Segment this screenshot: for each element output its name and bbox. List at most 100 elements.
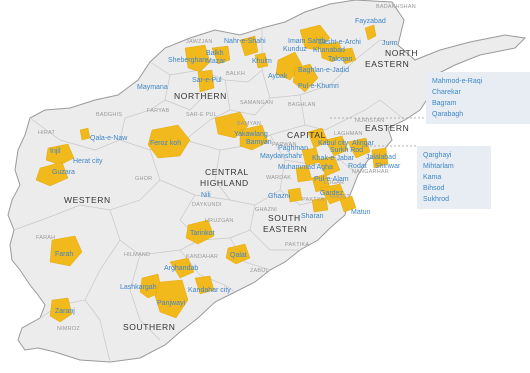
city-label: Taloqan xyxy=(328,56,353,63)
city-label: Khulm xyxy=(252,58,272,65)
city-labels: Fayzabad Jurm Imam Sahib Dasht-e-Archi K… xyxy=(50,18,401,315)
city-label: Aybak xyxy=(268,73,288,80)
city-label: Balkh xyxy=(206,50,224,57)
callout-item: Qarghayi xyxy=(423,152,452,159)
city-label: Rodat xyxy=(348,163,367,170)
province-label: KANDAHAR xyxy=(186,254,218,260)
callout-item: Charekar xyxy=(432,89,461,96)
region-label-western: WESTERN xyxy=(64,195,111,205)
province-label: NURISTAN xyxy=(355,118,384,124)
province-label: PARWAN xyxy=(272,142,297,148)
region-label-northern: NORTHERN xyxy=(174,91,227,101)
city-label: Surkh Rod xyxy=(330,147,363,154)
callout-item: Kama xyxy=(423,174,442,181)
province-label: BAGHLAN xyxy=(288,102,316,108)
province-label: HILMAND xyxy=(124,252,150,258)
province-label: HIRAT xyxy=(38,130,56,136)
callout-item: Mahmod-e-Raqi xyxy=(432,78,483,85)
city-label: Maydanshahr xyxy=(260,153,303,160)
city-label: Jurm xyxy=(382,40,398,47)
province-label: URUZGAN xyxy=(205,218,234,224)
city-label: Fayzabad xyxy=(355,18,386,25)
province-label: WARDAK xyxy=(266,175,291,181)
province-label: PAKTIKA xyxy=(285,242,309,248)
city-label: Tarinkot xyxy=(190,230,215,237)
city-label: Farah xyxy=(55,251,73,258)
province-label: KHOST xyxy=(330,194,350,200)
city-label: Qalat xyxy=(230,252,247,259)
city-label: Lashkargah xyxy=(120,284,157,291)
city-label: Jalalabad xyxy=(366,154,396,161)
city-label: Khak-e-Jabar xyxy=(312,155,355,162)
city-label: Pul-e-Alam xyxy=(314,176,349,183)
callout-item: Mihtarlam xyxy=(423,163,454,170)
province-label: NANGARHAR xyxy=(352,169,389,175)
province-label: DAYKUNDI xyxy=(192,202,222,208)
province-label: BAMYAN xyxy=(237,121,261,127)
callout-item: Sukhrod xyxy=(423,196,450,203)
province-label: NIMROZ xyxy=(57,326,80,332)
callout-item: Qarabagh xyxy=(432,111,464,118)
city-label: Injil xyxy=(50,148,61,155)
province-label: BADGHIS xyxy=(96,112,122,118)
province-label: BADAKHSHAN xyxy=(376,4,416,10)
city-label: Herat city xyxy=(73,158,103,165)
city-label: Baghlan-e-Jadid xyxy=(298,67,349,74)
province-borders xyxy=(13,28,406,363)
city-label: Kabul city xyxy=(318,140,349,147)
city-label: Imam Sahib xyxy=(288,38,325,45)
province-label: BALKH xyxy=(226,71,245,77)
city-label: Kunduz xyxy=(283,46,307,53)
province-label: FARYAB xyxy=(147,108,170,114)
province-label: PAKTYA xyxy=(302,197,324,203)
city-label: Nahr-e-Shahi xyxy=(224,38,266,45)
city-label: Guzara xyxy=(52,169,75,176)
city-label: Nili xyxy=(201,192,211,199)
city-label: Mazar xyxy=(206,58,226,65)
city-label: Zaranj xyxy=(55,308,75,315)
city-label: Maymana xyxy=(137,84,168,91)
city-label: Matun xyxy=(351,209,371,216)
city-label: Kandahar city xyxy=(188,287,231,294)
callout-item: Bihsod xyxy=(423,185,445,192)
city-label: Panjwayi xyxy=(157,300,185,307)
highlighted-districts xyxy=(35,24,389,323)
city-label: Pul-e-Khumri xyxy=(298,83,339,90)
city-label: Paghman xyxy=(278,145,308,152)
city-label: Arghandab xyxy=(164,265,198,272)
city-label: Qala-e-Naw xyxy=(90,135,128,142)
city-label: Dasht-e-Archi xyxy=(318,39,361,46)
province-label: SAMANGAN xyxy=(240,100,273,106)
country-outline xyxy=(7,0,527,363)
province-label: GHAZNI xyxy=(255,207,277,213)
province-label: LOGAR xyxy=(324,180,344,186)
city-label: Yakawlang xyxy=(234,131,268,138)
city-label: Shinwar xyxy=(375,163,401,170)
city-label: Ghazni xyxy=(268,193,291,200)
city-label: Alingar xyxy=(352,140,374,147)
city-label: Feroz koh xyxy=(150,140,181,147)
region-label-eastern: EASTERN xyxy=(365,123,409,133)
province-labels: BADAKHSHAN JAWZJAN BALKH FARYAB SAMANGAN… xyxy=(36,4,416,332)
province-label: LAGHMAN xyxy=(334,131,363,137)
city-label: Gardez xyxy=(320,190,343,197)
province-label: SAR-E PUL xyxy=(186,112,217,118)
region-label-capital: CAPITAL xyxy=(287,130,326,140)
city-label: Bamyan xyxy=(246,139,272,146)
region-label-southern: SOUTHERN xyxy=(123,322,176,332)
province-label: GHOR xyxy=(135,176,152,182)
callout-north: Mahmod-e-Raqi Charekar Bagram Qarabagh xyxy=(426,72,530,124)
callout-item: Bagram xyxy=(432,100,457,107)
city-label: Muhammad Agha xyxy=(278,164,333,171)
city-label: Khanabad xyxy=(313,47,345,54)
city-label: Sar-e-Pul xyxy=(192,77,222,84)
province-label: FARAH xyxy=(36,235,55,241)
city-label: Sharan xyxy=(301,213,324,220)
callout-south: Qarghayi Mihtarlam Kama Bihsod Sukhrod xyxy=(417,146,491,209)
city-label: Sheberghan xyxy=(168,57,206,64)
